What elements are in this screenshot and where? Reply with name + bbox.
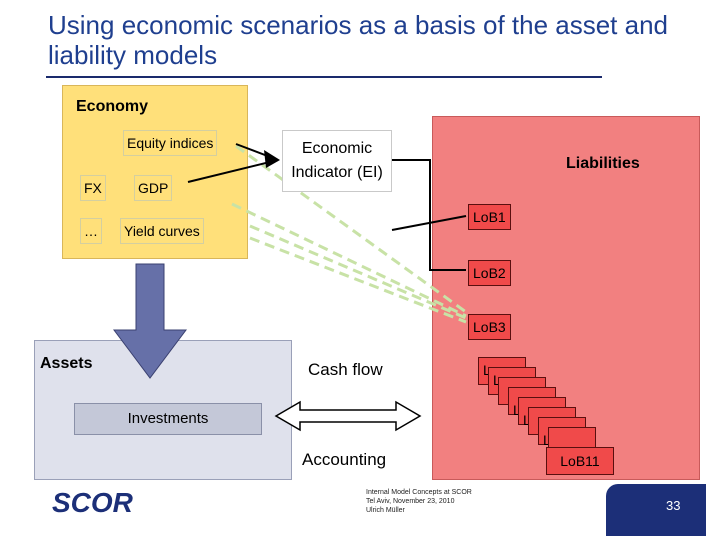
liabilities-label: Liabilities bbox=[566, 155, 640, 172]
more-items-box: … bbox=[80, 218, 102, 244]
accounting-label: Accounting bbox=[302, 450, 387, 469]
scor-logo: SCOR bbox=[50, 486, 150, 525]
yield-curves-box: Yield curves bbox=[120, 218, 204, 244]
cash-flow-label: Cash flow bbox=[308, 360, 383, 379]
arrowhead-ei bbox=[264, 150, 280, 168]
equity-indices-box: Equity indices bbox=[123, 130, 218, 156]
assets-liabilities-double-arrow bbox=[274, 400, 422, 432]
investments-box: Investments bbox=[74, 403, 262, 435]
lob-stack: L L L L L bbox=[478, 357, 618, 477]
dashed-link-gdp-lob3 bbox=[231, 202, 467, 318]
page-title: Using economic scenarios as a basis of t… bbox=[48, 10, 669, 70]
lob-stack-card-label: L bbox=[493, 372, 501, 388]
line-ei-lob1 bbox=[391, 215, 467, 231]
lob-stack-card-label: L bbox=[523, 412, 531, 428]
economy-to-assets-arrow bbox=[113, 263, 187, 379]
economy-label: Economy bbox=[76, 98, 149, 115]
assets-label: Assets bbox=[40, 355, 93, 372]
lob-stack-card-label: L bbox=[513, 402, 521, 418]
lob-stack-card-label: L bbox=[483, 362, 491, 378]
footer-line-1: Internal Model Concepts at SCOR bbox=[366, 489, 472, 496]
page-number: 33 bbox=[666, 498, 681, 513]
footer-panel bbox=[606, 484, 706, 536]
footer-line-3: Ulrich Müller bbox=[366, 507, 405, 514]
lob11-box: LoB11 bbox=[546, 447, 614, 475]
fx-box: FX bbox=[80, 175, 106, 201]
dashed-link-yield-lob3b bbox=[249, 236, 467, 324]
lob3-box: LoB3 bbox=[468, 314, 511, 340]
lob1-box: LoB1 bbox=[468, 204, 511, 230]
gdp-box: GDP bbox=[134, 175, 173, 201]
footer-text: Internal Model Concepts at SCOR Tel Aviv… bbox=[366, 488, 472, 515]
title-underline bbox=[46, 76, 602, 78]
lob-stack-card-label: L bbox=[543, 432, 551, 448]
dashed-link-yield-lob3 bbox=[249, 224, 467, 320]
lob2-box: LoB2 bbox=[468, 260, 511, 286]
economic-indicator-box: Economic Indicator (EI) bbox=[282, 130, 392, 192]
line-gdp-ei bbox=[187, 159, 279, 183]
line-ei-lob2 bbox=[392, 159, 466, 271]
logo-text: SCOR bbox=[52, 487, 134, 518]
footer-line-2: Tel Aviv, November 23, 2010 bbox=[366, 498, 455, 505]
